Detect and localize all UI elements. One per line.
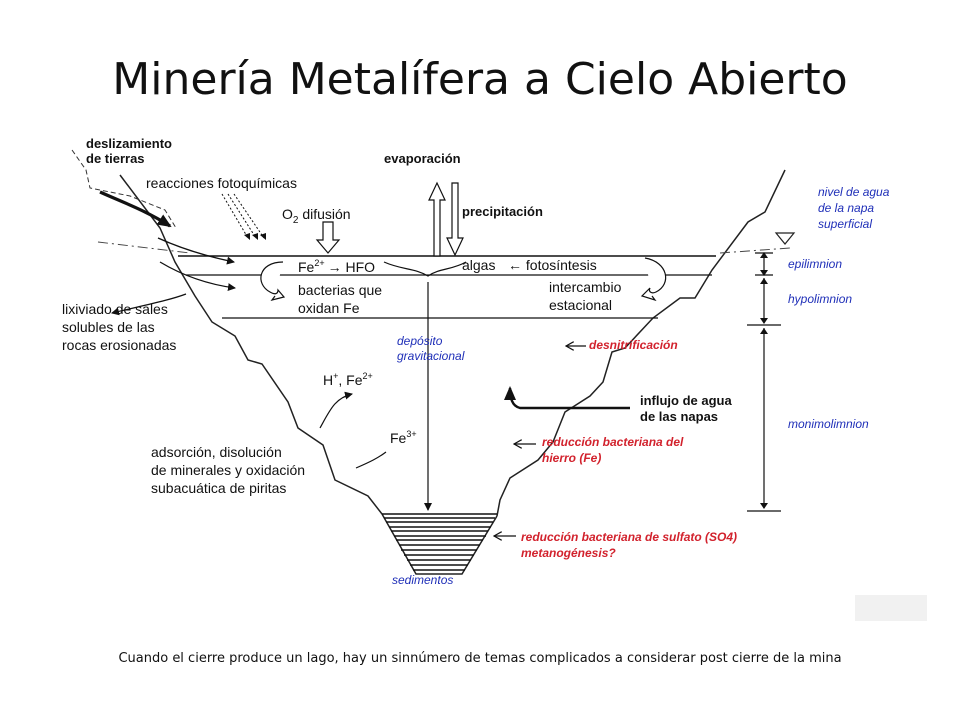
hypolimnion-label: hypolimnion [788, 292, 852, 306]
circulation-arrow-left [260, 261, 286, 301]
fe3-label: Fe3+ [390, 429, 417, 446]
sediments-label: sedimentos [392, 573, 453, 587]
slide-title: Minería Metalífera a Cielo Abierto [112, 54, 848, 105]
adsorption-label: adsorción, disolución de minerales y oxi… [151, 444, 309, 496]
landslide-arrow [99, 190, 172, 228]
pit-wall-left [119, 174, 383, 515]
leaching-arrow [111, 293, 187, 316]
deposition-label: depósito gravitacional [397, 334, 465, 363]
water-table-line-left [97, 241, 191, 254]
landslide-label: deslizamiento de tierras [86, 136, 176, 166]
landslide-dashed-slope [71, 149, 177, 229]
sulfate-reduction-label: reducción bacteriana de sulfato (SO4) me… [521, 530, 740, 560]
o2-diffusion-arrow [315, 221, 341, 254]
sediment-layers [382, 513, 497, 571]
adsorption-curve-arrow [355, 451, 387, 469]
photochem-label: reacciones fotoquímicas [146, 175, 297, 191]
slide-caption: Cuando el cierre produce un lago, hay un… [118, 651, 842, 666]
evaporation-label: evaporación [384, 151, 461, 166]
photosynthesis-label: ← fotosíntesis [508, 257, 597, 273]
bacteria-label: bacterias que oxidan Fe [298, 282, 386, 316]
pit-wall-right [496, 169, 786, 517]
water-table-line-right [719, 247, 791, 254]
denitrification-label: desnitrificación [589, 338, 678, 352]
monimolimnion-label: monimolimnion [788, 417, 869, 431]
inflow-arrow-lower [159, 261, 236, 292]
precipitation-label: precipitación [462, 204, 543, 219]
groundwater-inflow-arrow [504, 386, 630, 410]
fe2-hfo-label: Fe2+→ HFO [298, 258, 375, 275]
photochem-arrows [221, 193, 265, 239]
evaporation-arrow [428, 181, 446, 257]
groundwater-inflow-label: influjo de agua de las napas [640, 393, 735, 424]
seasonal-exchange-label: intercambio estacional [549, 279, 625, 313]
precipitation-arrow [446, 182, 464, 257]
circulation-arrow-right [640, 257, 667, 302]
leaching-label: lixiviado de sales solubles de las rocas… [62, 301, 176, 353]
algae-brace [383, 261, 467, 277]
corner-patch [855, 595, 927, 621]
photochem-heads [244, 233, 266, 240]
inflow-arrow-upper [157, 237, 235, 265]
water-table-marker [774, 232, 796, 245]
algae-label: algas [462, 257, 495, 273]
diagram-panel [48, 128, 926, 620]
iron-reduction-label: reducción bacteriana del hierro (Fe) [542, 435, 687, 465]
epilimnion-label: epilimnion [788, 257, 842, 271]
o2-diffusion-label: O2 difusión [282, 206, 351, 226]
water-table-label: nivel de agua de la napa superficial [818, 185, 893, 231]
hfe-curve-arrow [319, 391, 353, 429]
h-fe2-label: H+, Fe2+ [323, 371, 373, 388]
